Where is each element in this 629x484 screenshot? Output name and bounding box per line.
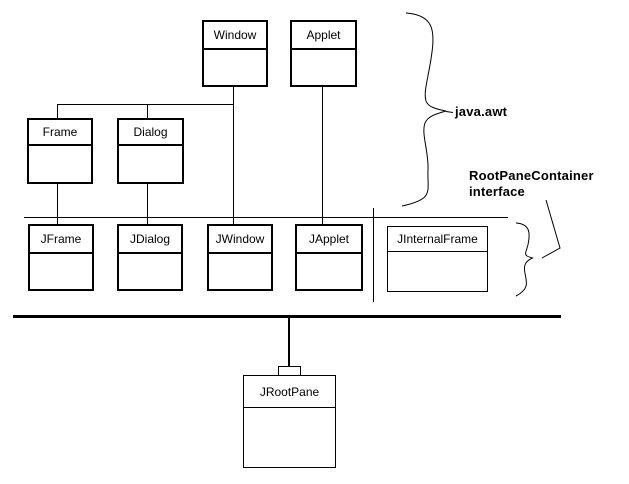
java-awt-label: java.awt [455,104,508,119]
class-name-jinternalframe: JInternalFrame [388,227,487,252]
awt-swing-separator-line [24,217,508,218]
class-name-jwindow: JWindow [209,226,271,254]
class-box-jdialog-body [119,254,181,289]
class-box-jwindow: JWindow [207,224,273,291]
class-box-applet: Applet [290,20,357,87]
class-name-jframe: JFrame [30,226,92,254]
class-name-jdialog: JDialog [119,226,181,254]
class-box-jframe: JFrame [28,224,94,291]
class-box-jinternalframe: JInternalFrame [387,226,488,292]
java-awt-brace [401,12,447,207]
class-box-jinternalframe-body [388,252,487,291]
class-box-window-body [204,50,266,85]
class-box-window: Window [202,20,268,87]
class-name-window: Window [204,22,266,50]
class-box-japplet-body [297,254,361,289]
class-box-frame: Frame [27,118,93,184]
class-box-jrootpane-body [244,408,335,467]
edge-bar-to-jrootpane [288,318,290,366]
java-awt-brace-tick [445,111,454,113]
class-box-jwindow-body [209,254,271,289]
edge-branch-horizontal [57,104,234,105]
rootpane-leader-line [541,199,561,259]
class-box-dialog-body [119,146,182,182]
class-box-jrootpane: JRootPane [243,375,336,468]
class-name-applet: Applet [292,22,355,50]
class-box-frame-body [29,146,91,182]
class-name-japplet: JApplet [297,226,361,254]
class-box-jframe-body [30,254,92,289]
class-box-jdialog: JDialog [117,224,183,291]
rootpane-container-bar [13,315,561,318]
edge-branch-to-frame [57,104,58,118]
edge-window-to-jwindow [233,87,234,224]
jinternalframe-divider-line [373,208,374,302]
rootpane-container-label-line1: RootPaneContainer [469,168,594,183]
class-name-frame: Frame [29,120,91,146]
class-name-jrootpane: JRootPane [244,376,335,408]
class-name-dialog: Dialog [119,120,182,146]
class-box-dialog: Dialog [117,118,184,184]
edge-branch-to-dialog [147,104,148,118]
class-box-applet-body [292,50,355,85]
edge-applet-to-japplet [322,87,323,224]
edge-frame-to-jframe [57,184,58,224]
edge-dialog-to-jdialog [147,184,148,224]
rootpane-container-label: RootPaneContainer interface [469,168,594,200]
class-box-japplet: JApplet [295,224,363,291]
rootpane-container-label-line2: interface [469,184,525,199]
rootpane-brace [515,222,534,297]
